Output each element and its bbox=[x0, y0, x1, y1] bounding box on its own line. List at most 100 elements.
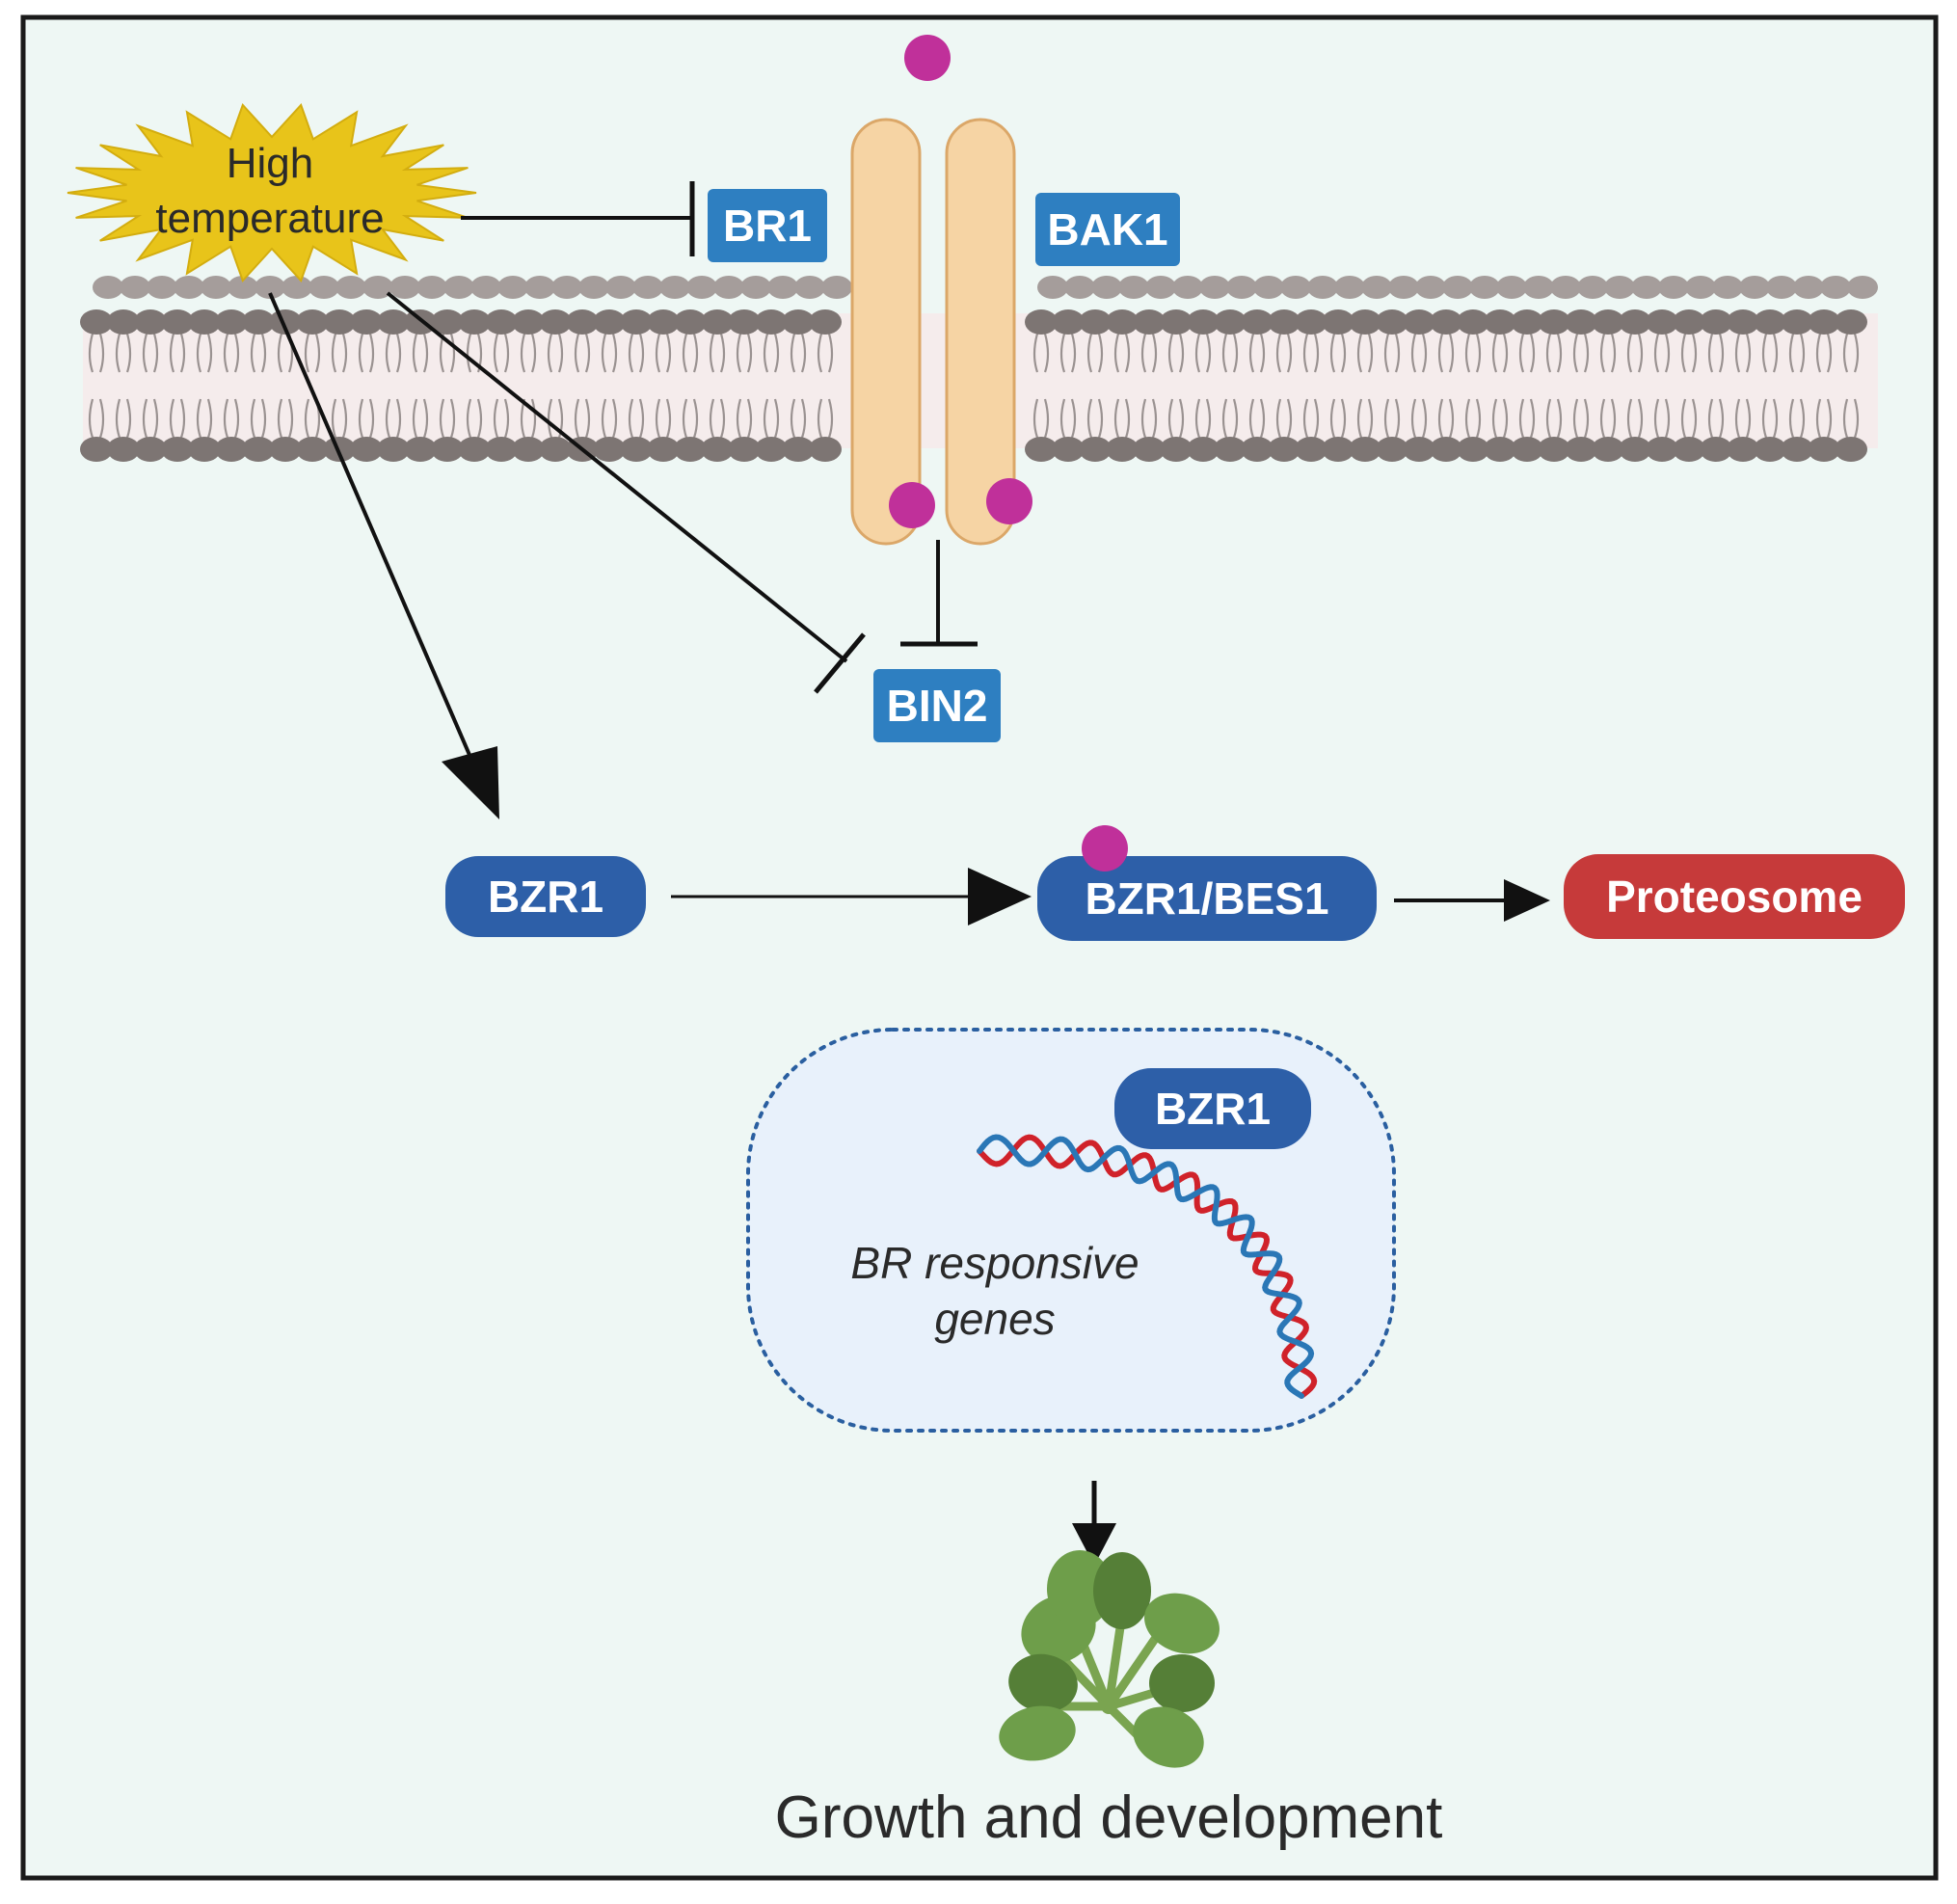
lipid-head bbox=[350, 437, 383, 462]
lipid-head-back bbox=[686, 276, 717, 299]
lipid-tail bbox=[1059, 333, 1077, 439]
lipid-head bbox=[1781, 309, 1813, 335]
lipid-head-back bbox=[605, 276, 636, 299]
lipid-head bbox=[1565, 309, 1597, 335]
lipid-tail bbox=[250, 333, 267, 439]
bzr1-label: BZR1 bbox=[488, 872, 603, 922]
bzr1-bes1-pill: BZR1/BES1 bbox=[1037, 825, 1377, 941]
lipid-tail bbox=[1680, 333, 1698, 439]
lipid-head bbox=[1295, 437, 1327, 462]
lipid-head-back bbox=[174, 276, 204, 299]
nucleus: BZR1 BR responsive genes bbox=[746, 1028, 1396, 1433]
lipid-head-back bbox=[578, 276, 609, 299]
lipid-head bbox=[458, 437, 491, 462]
lipid-head bbox=[1241, 437, 1273, 462]
lipid-tail bbox=[142, 333, 159, 439]
lipid-tail bbox=[1464, 333, 1482, 439]
lipid-tail bbox=[331, 333, 348, 439]
lipid-tail bbox=[1410, 333, 1428, 439]
lipid-tail bbox=[574, 333, 591, 439]
lipid-head bbox=[458, 309, 491, 335]
lipid-tails bbox=[88, 333, 1860, 439]
lipid-head bbox=[296, 437, 329, 462]
lipid-tail bbox=[1302, 333, 1320, 439]
lipid-head bbox=[485, 309, 518, 335]
lipid-head-back bbox=[1631, 276, 1662, 299]
lipid-head bbox=[269, 437, 302, 462]
lipid-head-back bbox=[821, 276, 852, 299]
lipid-tail bbox=[547, 333, 564, 439]
lipid-tail bbox=[1734, 333, 1752, 439]
lipid-head bbox=[782, 437, 815, 462]
lipid-head bbox=[1376, 437, 1408, 462]
lipid-head bbox=[1106, 309, 1139, 335]
lipid-head bbox=[1565, 437, 1597, 462]
br1-receptor bbox=[850, 118, 922, 546]
lipid-head-back bbox=[1388, 276, 1419, 299]
lipid-head-back bbox=[255, 276, 285, 299]
lipid-head-back bbox=[551, 276, 582, 299]
lipid-tail bbox=[1140, 333, 1158, 439]
lipid-head-back bbox=[1253, 276, 1284, 299]
lipid-tail bbox=[1383, 333, 1401, 439]
lipid-head bbox=[1835, 437, 1867, 462]
nuclear-bzr1-pill: BZR1 bbox=[1114, 1068, 1311, 1149]
lipid-head-back bbox=[1307, 276, 1338, 299]
lipid-tail bbox=[1545, 333, 1563, 439]
high-temperature-stimulus: High temperature bbox=[67, 102, 477, 283]
lipid-head bbox=[1781, 437, 1813, 462]
lipid-head bbox=[107, 309, 140, 335]
lipid-head-back bbox=[1739, 276, 1770, 299]
genes-label-line2: genes bbox=[934, 1294, 1055, 1344]
lipid-head bbox=[1808, 437, 1840, 462]
lipid-head bbox=[1403, 309, 1435, 335]
lipid-tail bbox=[88, 333, 105, 439]
lipid-head bbox=[1673, 437, 1705, 462]
lipid-head bbox=[350, 309, 383, 335]
lipid-head bbox=[377, 309, 410, 335]
lipid-head-back bbox=[767, 276, 798, 299]
lipid-head-back bbox=[740, 276, 771, 299]
lipid-head bbox=[431, 437, 464, 462]
phosphate-bak1 bbox=[986, 478, 1032, 524]
lipid-head-back bbox=[120, 276, 150, 299]
lipid-head-back bbox=[632, 276, 663, 299]
lipid-tail bbox=[196, 333, 213, 439]
stimulus-line2: temperature bbox=[155, 195, 384, 242]
lipid-head-back bbox=[713, 276, 744, 299]
lipid-head-back bbox=[362, 276, 393, 299]
bin2-label: BIN2 bbox=[887, 681, 988, 731]
genes-label-line1: BR responsive bbox=[850, 1238, 1139, 1288]
lipid-head-back bbox=[1604, 276, 1635, 299]
lipid-head bbox=[701, 437, 734, 462]
lipid-head bbox=[431, 309, 464, 335]
proteosome-pill: Proteosome bbox=[1564, 854, 1905, 939]
lipid-head bbox=[1187, 309, 1220, 335]
lipid-head bbox=[566, 309, 599, 335]
lipid-head bbox=[674, 437, 707, 462]
lipid-head-back bbox=[201, 276, 231, 299]
lipid-tail bbox=[1221, 333, 1239, 439]
lipid-head-back bbox=[1550, 276, 1581, 299]
lipid-head-back bbox=[1091, 276, 1122, 299]
lipid-head bbox=[1268, 437, 1300, 462]
bes1-to-proteosome-head bbox=[1504, 879, 1550, 922]
bin2-label-box: BIN2 bbox=[873, 669, 1001, 742]
lipid-head-back bbox=[1199, 276, 1230, 299]
lipid-head bbox=[1430, 437, 1462, 462]
lipid-tail bbox=[1572, 333, 1590, 439]
lipid-head-back bbox=[281, 276, 312, 299]
lipid-tail bbox=[1518, 333, 1536, 439]
lipid-head bbox=[296, 309, 329, 335]
lipid-head-back bbox=[1334, 276, 1365, 299]
lipid-head bbox=[1214, 309, 1247, 335]
lipid-head-back bbox=[1523, 276, 1554, 299]
lipid-tail bbox=[1356, 333, 1374, 439]
lipid-head bbox=[269, 309, 302, 335]
lipid-head-back bbox=[389, 276, 420, 299]
lipid-head-back bbox=[1145, 276, 1176, 299]
lipid-head-back bbox=[659, 276, 690, 299]
lipid-tail bbox=[1248, 333, 1266, 439]
lipid-head-back bbox=[443, 276, 474, 299]
lipid-head bbox=[1754, 309, 1786, 335]
